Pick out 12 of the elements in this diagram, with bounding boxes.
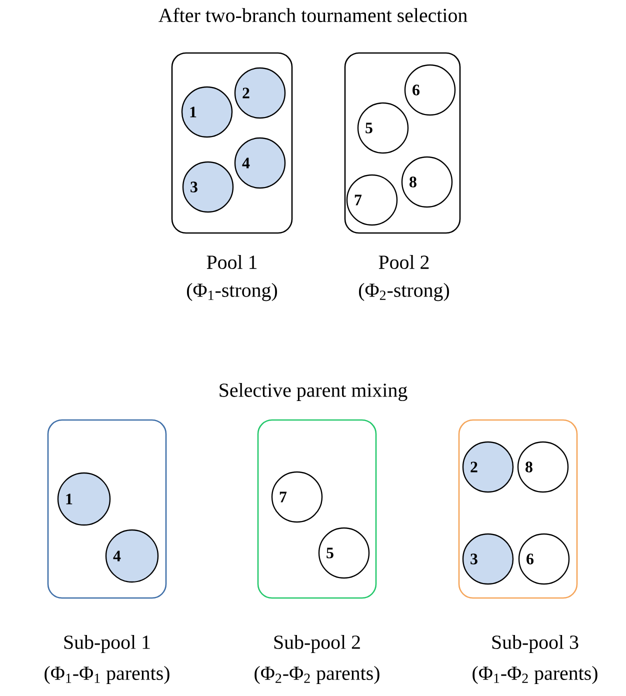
pool-caption: Pool 1 — [206, 255, 257, 269]
pool-caption: (Φ$_{1}$-strong) — [187, 282, 277, 302]
pool-caption: Sub-pool 2 — [274, 634, 360, 654]
pool-caption: Pool 2 — [378, 255, 429, 269]
section-heading: Selective parent mixing — [220, 382, 408, 402]
pool-caption: (Φ$_{1}$-Φ$_{1}$ parents) — [44, 666, 170, 684]
section-heading: After two-branch tournament selection — [158, 8, 468, 22]
pool-caption: Sub-pool 3 — [492, 634, 578, 654]
pool-caption: (Φ$_{2}$-strong) — [359, 282, 449, 302]
pool-caption: (Φ$_{2}$-Φ$_{2}$ parents) — [254, 666, 380, 684]
pool-caption: (Φ$_{1}$-Φ$_{2}$ parents) — [472, 666, 598, 684]
pool-caption: Sub-pool 1 — [64, 634, 150, 654]
